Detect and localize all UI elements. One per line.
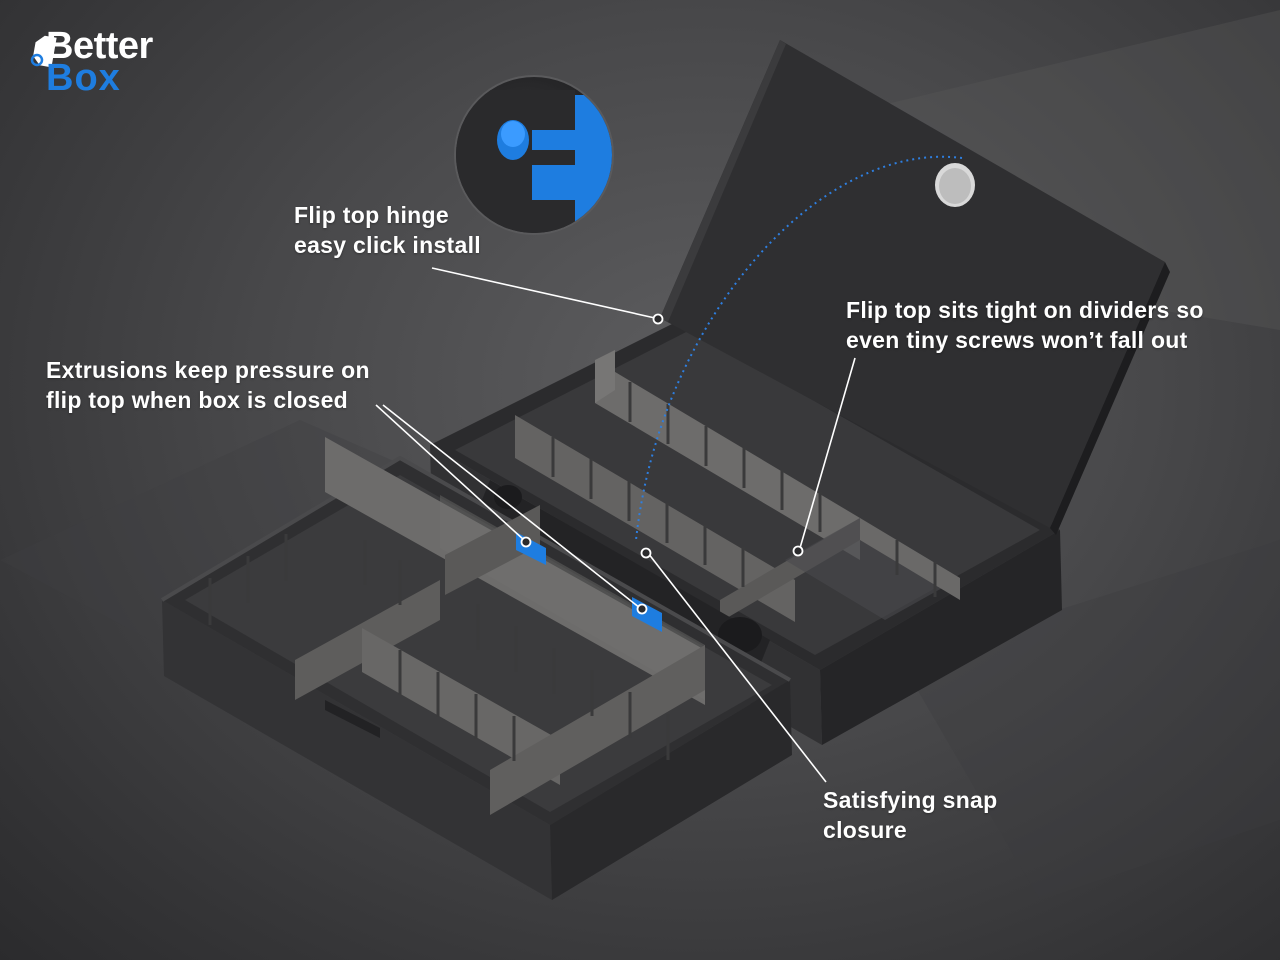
callout-extrusions-line1: Extrusions keep pressure on [46, 357, 370, 383]
logo-word-box: Box [46, 57, 121, 99]
callout-hinge-line1: Flip top hinge [294, 202, 449, 228]
callout-dividers-line1: Flip top sits tight on dividers so [846, 297, 1204, 323]
leader-lines [375, 267, 856, 783]
callout-hinge-line2: easy click install [294, 232, 481, 258]
callout-extrusions-line2: flip top when box is closed [46, 387, 349, 413]
right-box [430, 40, 1170, 745]
callout-dividers: Flip top sits tight on dividers so even … [846, 295, 1204, 355]
flip-motion-arc [635, 155, 963, 541]
callout-extrusions: Extrusions keep pressure on flip top whe… [46, 355, 370, 415]
callout-dividers-line2: even tiny screws won’t fall out [846, 327, 1188, 353]
callout-snap-line1: Satisfying snap [823, 787, 998, 813]
callout-snap: Satisfying snap closure [823, 785, 997, 845]
callout-snap-line2: closure [823, 817, 907, 843]
left-box [160, 437, 792, 900]
leader-anchors [520, 313, 804, 615]
logo-word-better: Better [46, 25, 153, 67]
hinge-detail-inset [454, 75, 614, 235]
betterbox-logo: Better Box [28, 25, 178, 98]
tag-icon [30, 35, 57, 68]
callout-hinge: Flip top hinge easy click install [294, 200, 481, 260]
